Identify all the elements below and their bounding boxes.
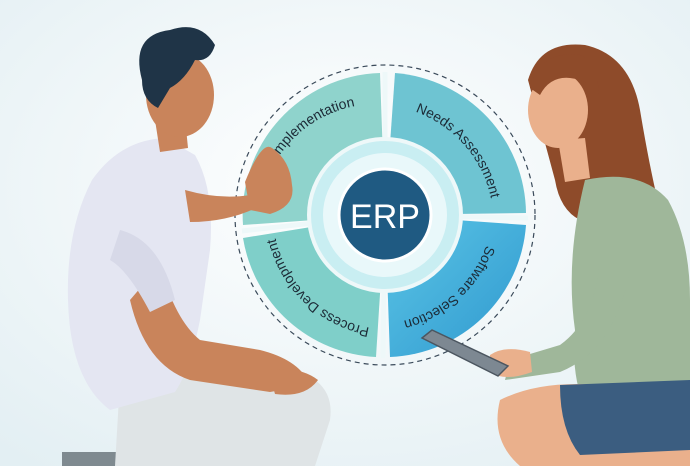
man-hand-knee	[268, 369, 318, 395]
woman-face	[528, 72, 588, 148]
tablet	[420, 329, 510, 377]
man-sleeve-arm	[130, 265, 310, 392]
woman-skirt	[560, 380, 690, 455]
woman-hair-front	[530, 54, 599, 95]
woman-arm	[505, 260, 630, 380]
man-sleeve	[110, 230, 175, 312]
tablet-icon	[420, 329, 510, 377]
woman-neck	[558, 138, 590, 182]
woman-figure	[490, 44, 690, 466]
man-hand	[245, 146, 293, 214]
man-hair	[139, 27, 215, 109]
center-label: ERP	[350, 198, 420, 236]
man-pants	[115, 372, 331, 466]
center-circle	[337, 167, 433, 263]
man-raised-arm	[185, 190, 262, 222]
man-figure	[62, 27, 331, 466]
woman-shirt	[571, 176, 690, 420]
